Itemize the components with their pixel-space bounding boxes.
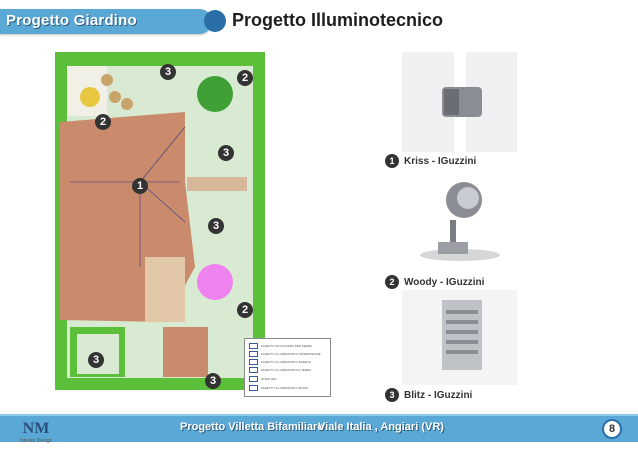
footer-project: Progetto Villetta Bifamiliare [180,421,324,433]
legend-item: STRIP LED [249,376,276,382]
product-label-2: 2 Woody - IGuzzini [385,275,484,289]
fixture-marker-2a: 2 [237,70,253,86]
footer-bar: Progetto Villetta Bifamiliare Viale Ital… [0,414,638,442]
product-number-1: 1 [385,154,399,168]
wall-lamp-icon [402,52,517,152]
paved-strip [187,177,247,191]
hedge-bottom [55,378,265,390]
round-paver-3 [121,98,133,110]
product-image-kriss [402,52,517,152]
section-tab[interactable]: Progetto Giardino [0,9,212,34]
product-name-3: Blitz - IGuzzini [404,389,473,401]
round-paver-2 [109,91,121,103]
legend-item: FARETTO AD INCASSO PER TERRA [249,343,312,349]
garden-plan [55,52,265,390]
fixture-marker-3d: 3 [88,352,104,368]
page-number: 8 [602,419,622,439]
fixture-marker-3c: 3 [208,218,224,234]
legend-item: FARETTO ILLUMINANTE A PARETE [249,359,311,365]
product-image-blitz [402,290,517,385]
terrace-paving [145,257,185,322]
hedge-top [55,52,265,66]
fixture-marker-1: 1 [132,178,148,194]
product-name-1: Kriss - IGuzzini [404,155,477,167]
product-name-2: Woody - IGuzzini [404,276,485,288]
product-image-woody [402,170,517,270]
fixture-marker-3a: 3 [160,64,176,80]
product-label-3: 3 Blitz - IGuzzini [385,388,472,402]
legend-item: FARETTO ILLUMINANTE A SOSPENSIONE [249,351,321,357]
wood-deck-bottom [163,327,208,377]
logo-subtitle: Interior Design [19,438,53,444]
company-logo: NM Interior Design [15,420,57,450]
spotlight-icon [420,182,500,261]
fixture-marker-3e: 3 [205,373,221,389]
product-label-1: 1 Kriss - IGuzzini [385,154,476,168]
legend-item: FARETTO ILLUMINANTE DA TERRA [249,367,311,373]
product-number-2: 2 [385,275,399,289]
footer-divider [0,414,638,416]
product-number-3: 3 [385,388,399,402]
recessed-light-icon [442,300,482,370]
round-paver-1 [101,74,113,86]
footer-address: Viale Italia , Angiari (VR) [318,421,444,433]
yellow-flowers [80,87,100,107]
fixture-marker-2b: 2 [95,114,111,130]
page-title: Progetto Illuminotecnico [232,10,444,30]
header-dot-icon [204,10,226,32]
fixture-marker-2c: 2 [237,302,253,318]
hedge-right [253,52,265,390]
tree-top-right [197,76,233,112]
logo-mark: NM [22,420,50,437]
plan-legend: FARETTO AD INCASSO PER TERRA FARETTO ILL… [244,338,331,397]
legend-item: FARETTO ILLUMINANTE A MURO [249,385,308,391]
fixture-marker-3b: 3 [218,145,234,161]
pink-flower-bed [197,264,233,300]
section-tab-label: Progetto Giardino [6,12,137,29]
roof-ridge-2 [139,126,186,183]
